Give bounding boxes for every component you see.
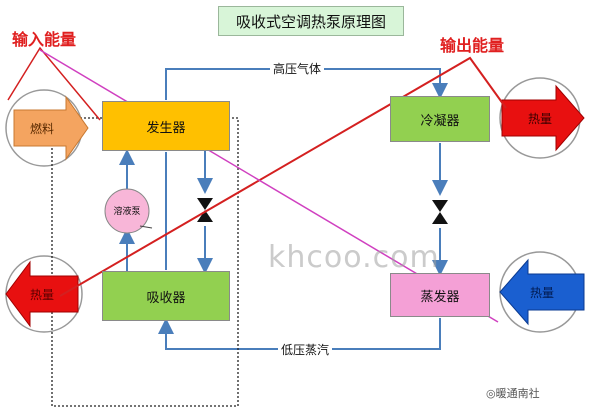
page-title: 吸收式空调热泵原理图 <box>218 6 404 36</box>
generator-box: 发生器 <box>102 101 230 151</box>
throttle-valve-icon <box>197 198 213 222</box>
fuel-label: 燃料 <box>30 122 55 136</box>
low-pressure-vapor-label: 低压蒸汽 <box>278 341 333 358</box>
output-energy-line <box>59 56 507 297</box>
evaporator-box: 蒸发器 <box>390 273 490 317</box>
weibo-watermark: ◎暖通南社 <box>486 387 540 400</box>
watermark: khcoo.com <box>268 240 440 275</box>
heat-out-right-label: 热量 <box>528 112 553 126</box>
input-energy-line <box>7 46 101 121</box>
condenser-box: 冷凝器 <box>390 96 490 142</box>
heat-in-right-label: 热量 <box>530 286 555 300</box>
expansion-valve-icon <box>432 200 448 224</box>
heat-out-right-arrow-icon <box>501 84 585 152</box>
absorption-unit-boundary <box>51 117 239 407</box>
fuel-arrow-icon <box>13 95 89 161</box>
high-pressure-gas-label: 高压气体 <box>270 60 325 77</box>
heat-in-right-arrow-icon <box>499 258 585 326</box>
output-energy-label: 输出能量 <box>440 36 505 55</box>
input-energy-label: 输入能量 <box>12 30 77 49</box>
pump-tick <box>139 225 153 229</box>
heat-out-left-label: 热量 <box>30 288 55 302</box>
solution-pump-label: 溶液泵 <box>113 207 141 217</box>
absorber-box: 吸收器 <box>102 271 230 321</box>
heat-out-left-arrow-icon <box>5 260 79 328</box>
solution-pump <box>104 188 150 234</box>
